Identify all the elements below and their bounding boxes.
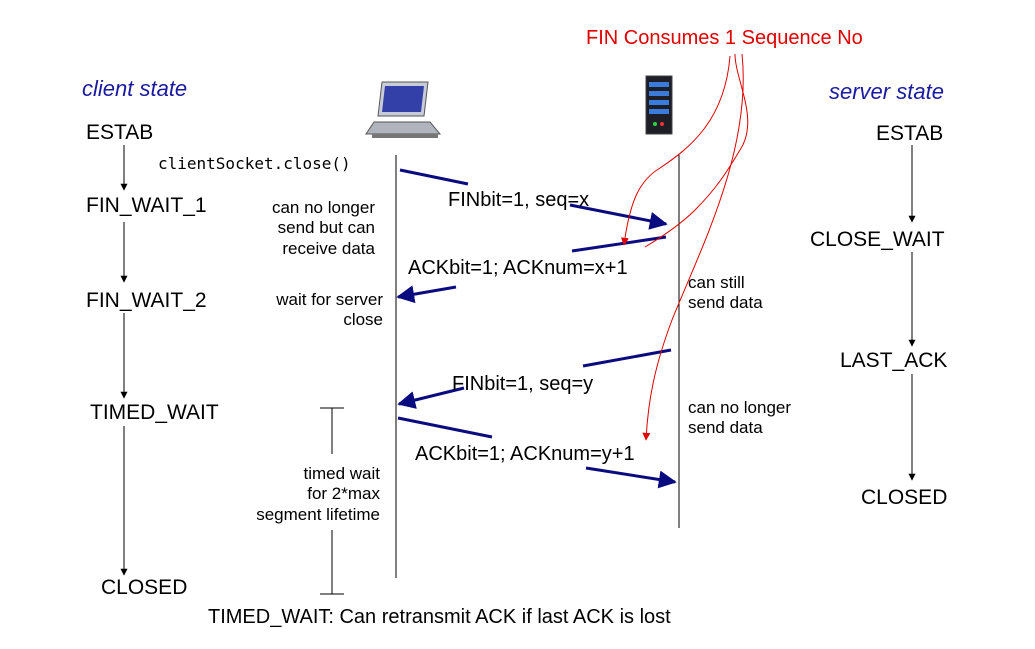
- ack1-arrow: [571, 235, 667, 253]
- ack2-label: ACKbit=1; ACKnum=y+1: [415, 443, 635, 465]
- timed-wait-footer: TIMED_WAIT: Can retransmit ACK if last A…: [208, 606, 671, 628]
- fin1-label: FINbit=1, seq=x: [448, 189, 590, 211]
- server-state-close-wait: CLOSE_WAIT: [810, 228, 945, 251]
- server-state-estab: ESTAB: [876, 122, 944, 145]
- fin1-arrow: [399, 168, 469, 186]
- server-no-longer-send-note: can no longer send data: [688, 398, 792, 438]
- client-state-header: client state: [82, 76, 188, 101]
- message-arrows: [396, 168, 677, 489]
- ack1-arrow-tip: [396, 285, 457, 304]
- server-tower-icon: [645, 75, 673, 135]
- fin-annotation-curves: [620, 53, 749, 441]
- fin2-arrow: [582, 348, 672, 368]
- client-state-timed-wait: TIMED_WAIT: [90, 401, 219, 424]
- client-state-estab: ESTAB: [86, 121, 154, 144]
- server-state-closed: CLOSED: [861, 486, 948, 509]
- ack1-label: ACKbit=1; ACKnum=x+1: [408, 257, 628, 279]
- fin1-arrow-tip: [569, 203, 668, 230]
- fin-consumes-annotation: FIN Consumes 1 Sequence No: [586, 27, 863, 49]
- ack2-arrow-tip: [585, 466, 677, 489]
- server-can-still-send-note: can still send data: [688, 273, 763, 313]
- client-state-fin-wait-2: FIN_WAIT_2: [86, 289, 207, 312]
- desktop-computer-icon: [365, 81, 442, 138]
- client-socket-close-call: clientSocket.close(): [158, 154, 351, 173]
- timed-wait-bracket: [320, 407, 344, 595]
- timed-wait-duration-note: timed wait for 2*max segment lifetime: [256, 464, 380, 524]
- client-state-fin-wait-1: FIN_WAIT_1: [86, 194, 207, 217]
- server-state-header: server state: [829, 79, 944, 104]
- ack2-arrow: [397, 416, 493, 439]
- fin2-arrow-tip: [397, 386, 465, 409]
- server-state-last-ack: LAST_ACK: [840, 349, 948, 372]
- client-no-send-note: can no longer send but can receive data: [271, 198, 375, 258]
- client-state-closed: CLOSED: [101, 576, 188, 599]
- wait-server-close-note: wait for server close: [276, 290, 383, 330]
- fin2-label: FINbit=1, seq=y: [452, 373, 594, 395]
